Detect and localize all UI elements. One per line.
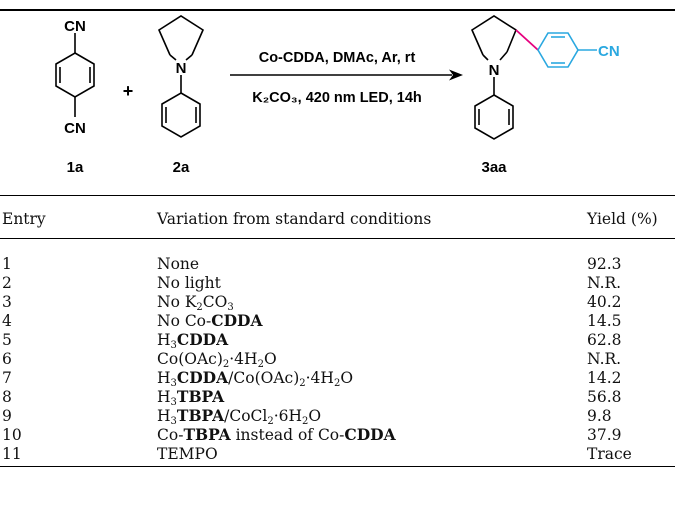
table-row-yield: 37.9 <box>587 426 622 444</box>
table-row-variation: Co(OAc)2·4H2O <box>157 350 277 370</box>
n-label-reactant: N <box>176 60 187 77</box>
conditions-line-2: K₂CO₃, 420 nm LED, 14h <box>252 90 421 106</box>
table-row-variation: None <box>157 255 200 273</box>
table-row-entry: 1 <box>2 255 12 273</box>
table-row-entry: 3 <box>2 293 12 311</box>
reaction-scheme: CN CN 1a + N 2a Co-CDDA, DMAc, Ar, rt K₂… <box>55 15 620 176</box>
reactant-1a-structure <box>55 33 95 117</box>
table-row-variation: H3CDDA/Co(OAc)2·4H2O <box>157 368 354 389</box>
table-row-yield: 9.8 <box>587 407 612 425</box>
table-row-entry: 9 <box>2 407 12 425</box>
plus-sign: + <box>123 81 134 101</box>
table-row-variation: Co-TBPA instead of Co-CDDA <box>157 425 396 445</box>
table-row-yield: N.R. <box>587 350 622 368</box>
bottom-rule <box>0 466 675 467</box>
table-row-entry: 6 <box>2 350 12 368</box>
table-row-entry: 7 <box>2 369 12 387</box>
table-row-entry: 11 <box>2 445 22 463</box>
table-row-yield: N.R. <box>587 274 622 292</box>
cn-top-label: CN <box>64 18 86 35</box>
reactant-2a-label: 2a <box>173 159 190 176</box>
cn-bottom-label: CN <box>64 120 86 137</box>
top-rule <box>0 9 675 11</box>
table-row-variation: H3CDDA <box>157 330 229 351</box>
table-row-yield: 56.8 <box>587 388 622 406</box>
conditions-line-1: Co-CDDA, DMAc, Ar, rt <box>259 50 416 66</box>
table-row-variation: H3TBPA/CoCl2·6H2O <box>157 406 322 427</box>
product-3aa-structure <box>470 15 517 140</box>
table-row-yield: 62.8 <box>587 331 622 349</box>
product-3aa-label: 3aa <box>481 159 507 176</box>
header-rule <box>0 238 675 239</box>
table-row-entry: 10 <box>2 426 22 444</box>
reactant-1a-label: 1a <box>67 159 84 176</box>
table-row-yield: Trace <box>587 445 632 463</box>
arrow-head <box>449 69 463 81</box>
table-row-entry: 4 <box>2 312 12 330</box>
table-row-entry: 2 <box>2 274 12 292</box>
table-row-variation: No K2CO3 <box>157 293 234 313</box>
table-row-yield: 14.5 <box>587 312 622 330</box>
table-row-yield: 40.2 <box>587 293 622 311</box>
n-label-product: N <box>489 62 500 79</box>
reactant-2a-structure <box>157 15 205 138</box>
header-variation: Variation from standard conditions <box>157 210 432 228</box>
table-row-variation: No light <box>157 274 221 292</box>
table-row-variation: H3TBPA <box>157 387 225 408</box>
table-row-yield: 92.3 <box>587 255 622 273</box>
table-row-entry: 8 <box>2 388 12 406</box>
table-row-variation: TEMPO <box>157 445 218 463</box>
cn-product-label: CN <box>598 43 620 60</box>
table-row-yield: 14.2 <box>587 369 622 387</box>
table-row-variation: No Co-CDDA <box>157 311 263 331</box>
cyanophenyl-ring <box>537 32 597 68</box>
table-row-entry: 5 <box>2 331 12 349</box>
new-cc-bond <box>515 29 539 51</box>
header-yield: Yield (%) <box>587 210 658 228</box>
scheme-table-rule <box>0 195 675 196</box>
header-entry: Entry <box>2 210 46 228</box>
